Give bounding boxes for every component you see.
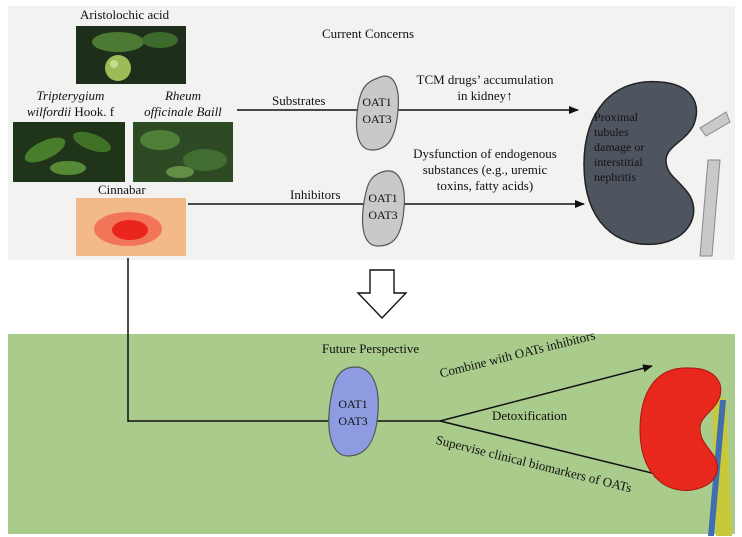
combine-arrow [439, 364, 653, 422]
dysfunction-text: Dysfunction of endogenous substances (e.… [413, 146, 557, 193]
healthy-kidney-icon [639, 367, 732, 536]
detoxification-label: Detoxification [492, 408, 568, 423]
cinnabar-photo [76, 198, 186, 256]
rheum-label: Rheum officinale Baill [144, 88, 222, 119]
aristolochic-acid-label: Aristolochic acid [80, 7, 170, 22]
cinnabar-label: Cinnabar [98, 182, 146, 197]
rheum-photo [133, 122, 233, 182]
tripterygium-label: Tripterygium wilfordii Hook. f [26, 88, 115, 119]
kidney-damage-text: Proximal tubules damage or interstitial … [594, 110, 645, 184]
oat-transporter-shape [355, 75, 400, 151]
aristolochic-acid-photo [76, 26, 186, 84]
hollow-down-arrow-icon [356, 269, 408, 320]
accumulation-text: TCM drugs’ accumulation in kidney↑ [416, 72, 554, 103]
damaged-kidney-icon [583, 80, 731, 257]
substrates-label: Substrates [272, 93, 326, 108]
oat-transporter-shape [328, 366, 379, 457]
current-concerns-title: Current Concerns [322, 26, 415, 41]
supervise-arrow [439, 420, 665, 478]
tripterygium-photo [13, 122, 125, 182]
future-perspective-title: Future Perspective [322, 341, 420, 356]
oat-label-bottom: OAT1 OAT3 [338, 397, 368, 428]
inhibitors-label: Inhibitors [290, 187, 341, 202]
oat-transporter-shape [361, 170, 405, 247]
oat-label-top1: OAT1 OAT3 [362, 95, 392, 126]
oat-label-top2: OAT1 OAT3 [368, 191, 398, 222]
